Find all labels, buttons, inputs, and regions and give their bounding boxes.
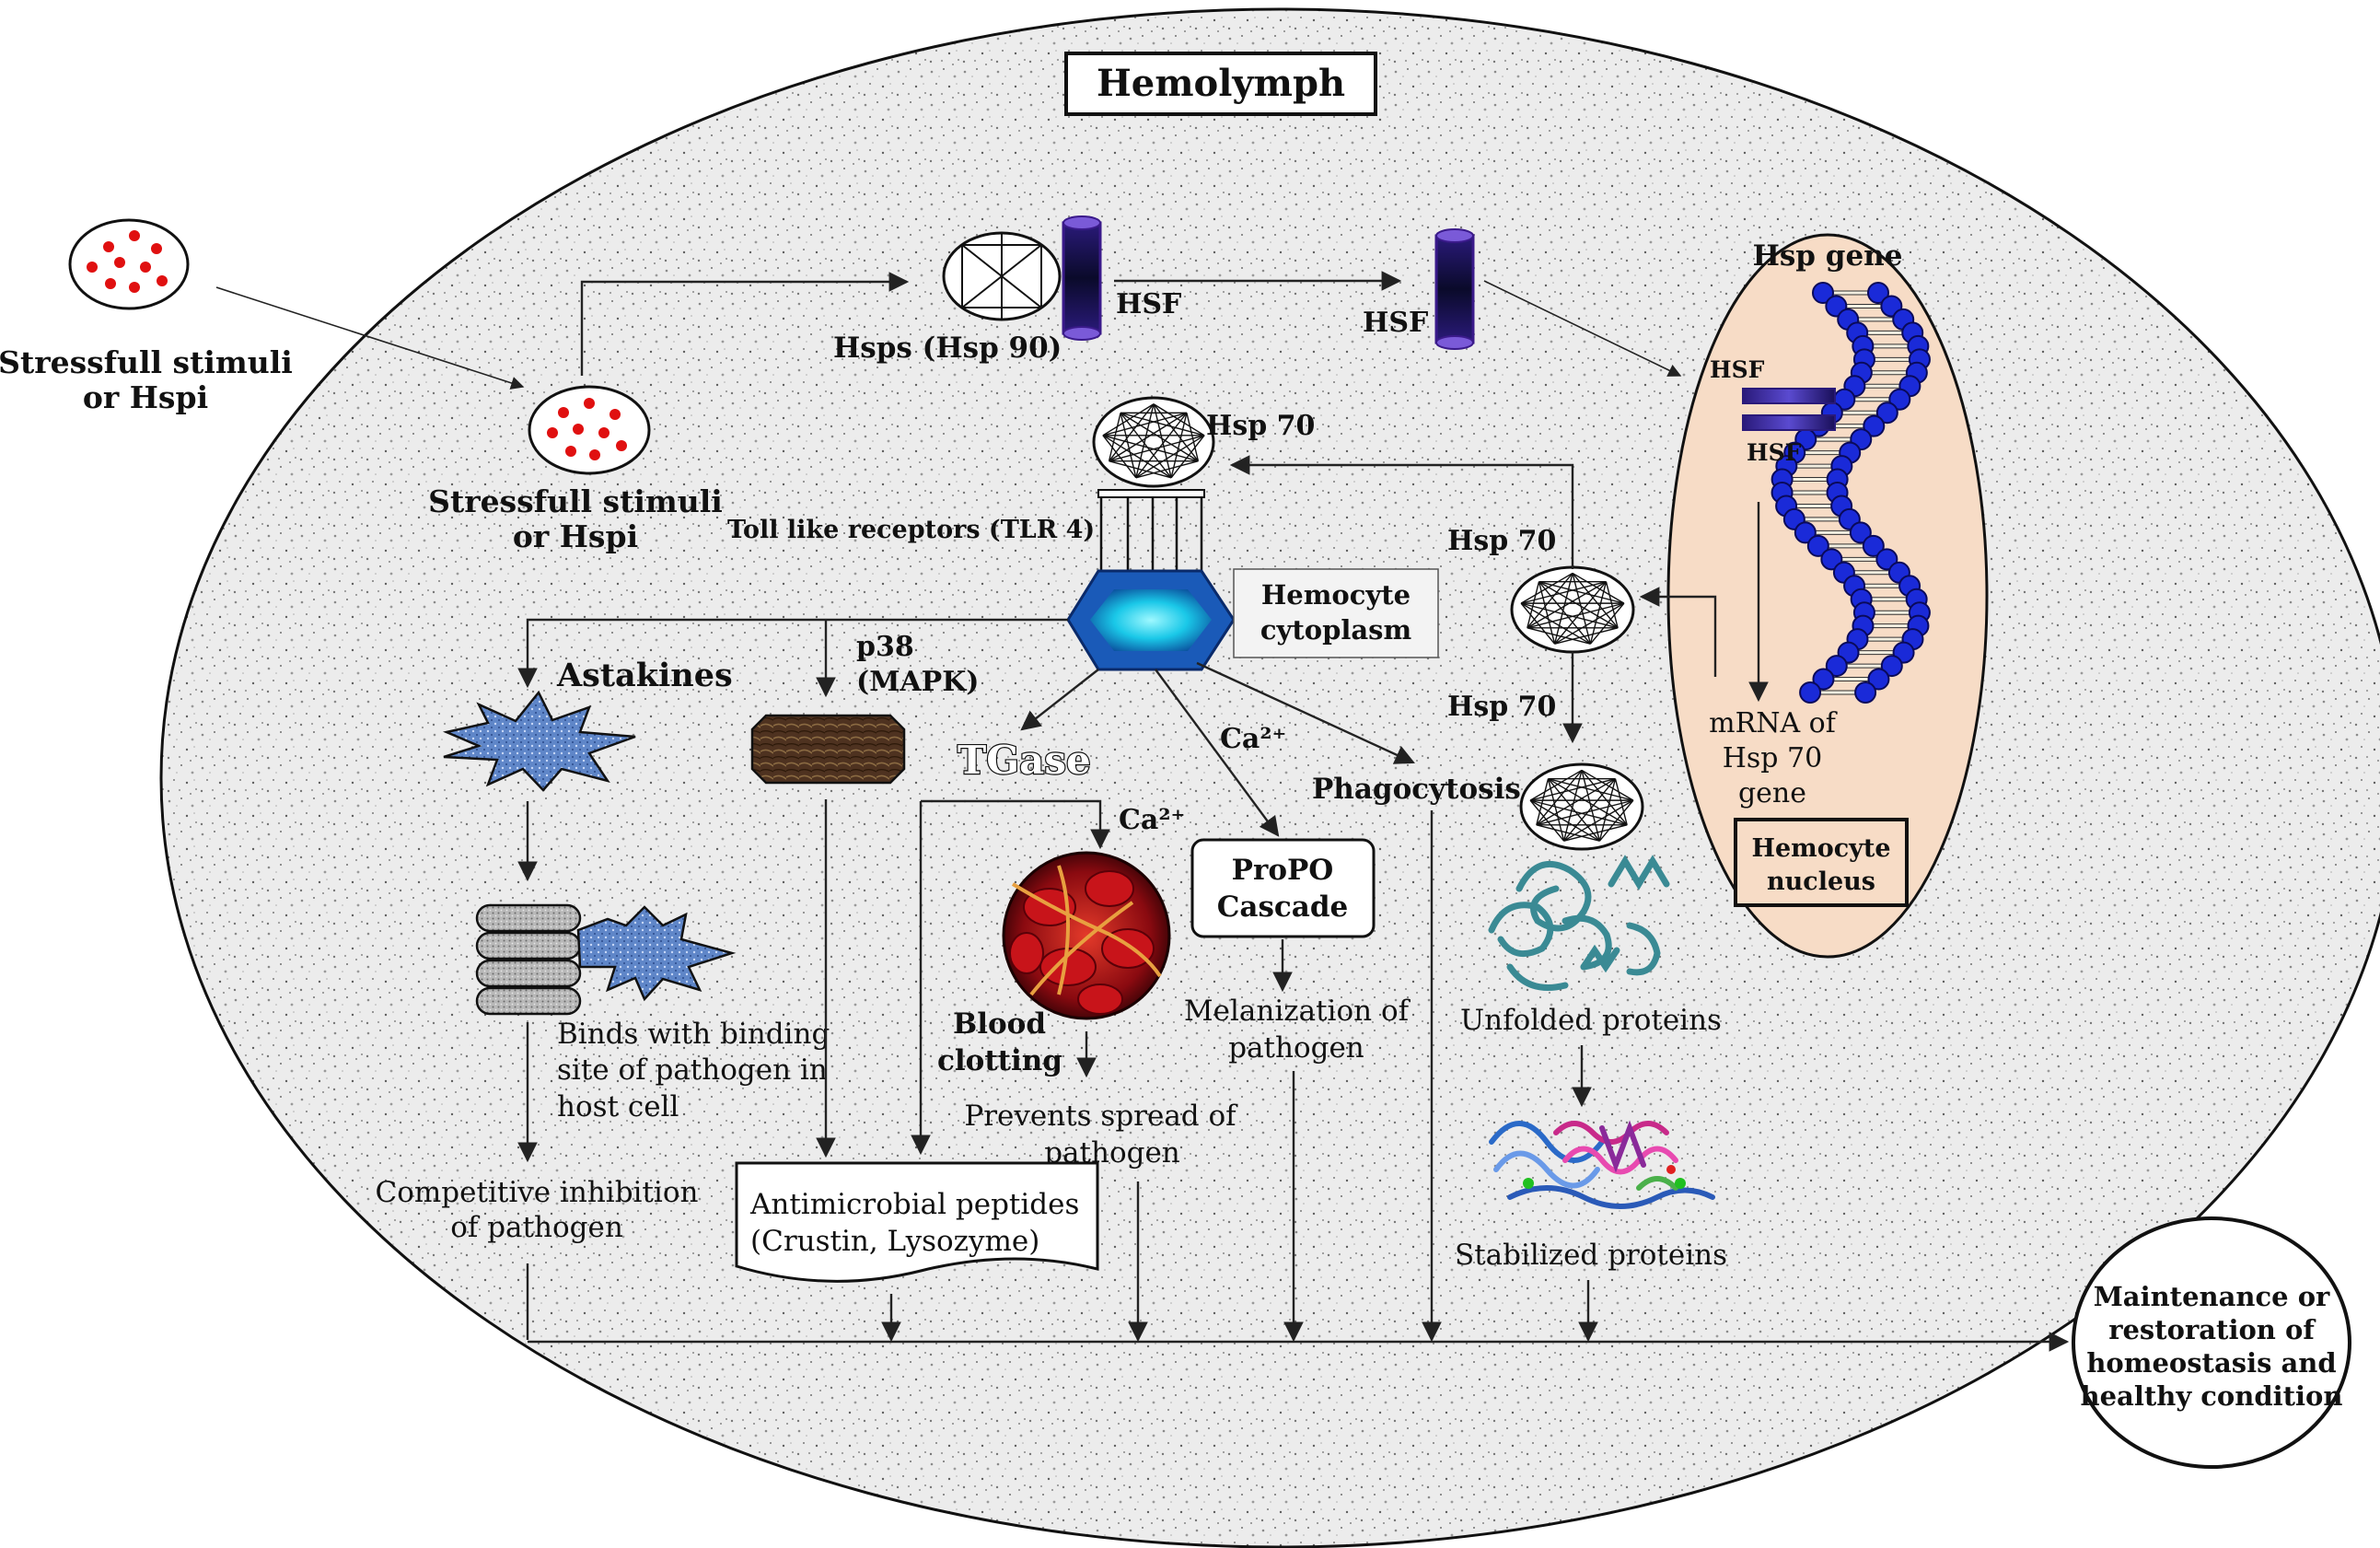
arrow-to-phagocytosis (1196, 661, 1415, 764)
external-stimuli-line1: Stressfull stimuli (0, 344, 293, 380)
nucleus-hsf-b: HSF (1747, 439, 1802, 466)
binds-line1: Binds with binding (557, 1018, 830, 1051)
tlr-label: Toll like receptors (TLR 4) (727, 516, 1095, 544)
svg-text:ProPO: ProPO (1232, 854, 1334, 887)
collector-arrows (526, 810, 2070, 1352)
svg-text:Maintenance or: Maintenance or (2094, 1281, 2330, 1312)
blood-clot-icon (1002, 851, 1171, 1020)
arrow-stimuli-to-hsp90 (580, 272, 910, 376)
svg-text:Hemocyte: Hemocyte (1261, 579, 1411, 611)
ca-label-2: Ca²⁺ (1119, 804, 1185, 836)
svg-text:Hemolymph: Hemolymph (1097, 62, 1345, 105)
svg-text:Hemocyte: Hemocyte (1751, 834, 1890, 863)
mrna-line1: mRNA of (1709, 707, 1838, 739)
competitive-line1: Competitive inhibition (376, 1176, 699, 1209)
svg-text:Cascade: Cascade (1217, 890, 1349, 924)
arrow-to-propo (1155, 669, 1280, 837)
inner-stimuli-line1: Stressfull stimuli (428, 483, 723, 519)
hsp70-top-icon (1092, 396, 1215, 488)
hsf-cylinder-2 (1434, 228, 1475, 350)
tlr-receptor-icon (1097, 489, 1205, 571)
p38-line1: p38 (856, 631, 914, 663)
mrna-line3: gene (1738, 777, 1806, 809)
svg-text:cytoplasm: cytoplasm (1260, 614, 1412, 646)
external-stimuli-line2: or Hspi (83, 379, 208, 415)
svg-text:homeostasis and: homeostasis and (2086, 1347, 2336, 1379)
hsp70-top-label: Hsp 70 (1206, 410, 1315, 442)
arrow-to-astakines (517, 618, 1068, 689)
phagocytosis-label: Phagocytosis (1312, 773, 1521, 806)
antimicrobial-box: Antimicrobial peptides (Crustin, Lysozym… (735, 1161, 1099, 1283)
arrow-mrna-to-hsp70 (1639, 587, 1717, 677)
mapk-icon (750, 714, 906, 785)
hemolymph-title: Hemolymph (1064, 52, 1377, 116)
hemocyte-nucleus-box: Hemocyte nucleus (1734, 818, 1909, 907)
hsf-label-2: HSF (1363, 307, 1428, 339)
homeostasis-outcome-circle: Maintenance or restoration of homeostasi… (2072, 1216, 2351, 1469)
competitive-line2: of pathogen (450, 1211, 623, 1244)
ca-label-1: Ca²⁺ (1220, 723, 1286, 755)
svg-text:(Crustin, Lysozyme): (Crustin, Lysozyme) (750, 1225, 1039, 1258)
tgase-label: TGase (958, 738, 1091, 783)
hsp70-mid-icon (1510, 565, 1635, 654)
hsp90-icon (942, 231, 1062, 321)
inner-stimuli-line2: or Hspi (513, 518, 638, 554)
unfolded-label: Unfolded proteins (1460, 1004, 1722, 1037)
arrow-stimuli-in (215, 286, 525, 390)
inner-stimuli-cell (528, 385, 651, 475)
stabilized-protein-icon (1489, 1120, 1715, 1209)
external-stimuli-cell (68, 218, 190, 310)
hsp-gene-label: Hsp gene (1753, 239, 1903, 273)
propo-cascade-box: ProPO Cascade (1190, 838, 1376, 938)
melanization-line1: Melanization of (1184, 995, 1411, 1028)
p38-line2: (MAPK) (856, 666, 980, 698)
astakines-label: Astakines (556, 657, 733, 694)
hsps-label: Hsps (Hsp 90) (833, 332, 1062, 365)
astakine-icon (442, 690, 636, 792)
svg-text:nucleus: nucleus (1767, 867, 1875, 896)
arrow-tgase-to-blood (921, 799, 1110, 850)
hsp70-low-icon (1519, 762, 1644, 851)
hsf-bound-icon (1742, 388, 1836, 431)
svg-text:Antimicrobial peptides: Antimicrobial peptides (749, 1188, 1079, 1221)
blood-clotting-line1: Blood (953, 1007, 1046, 1041)
hemocyte-hexagon-icon (1066, 569, 1236, 671)
melanization-line2: pathogen (1228, 1031, 1364, 1065)
hsf-cylinder-1 (1062, 215, 1102, 341)
hemocyte-cytoplasm-box: Hemocyte cytoplasm (1233, 568, 1439, 658)
unfolded-protein-icon (1488, 855, 1670, 991)
binding-site-icon (475, 903, 737, 1016)
hsp70-mid-label: Hsp 70 (1447, 525, 1556, 557)
arrow-hsp70-to-tlr (1229, 455, 1574, 569)
blood-clotting-line2: clotting (937, 1044, 1062, 1077)
svg-text:healthy condition: healthy condition (2081, 1380, 2343, 1412)
arrow-to-tgase (1020, 669, 1099, 731)
hsp70-low-label: Hsp 70 (1447, 691, 1556, 723)
stabilized-label: Stabilized proteins (1455, 1239, 1727, 1272)
binds-line3: host cell (557, 1090, 679, 1123)
mrna-line2: Hsp 70 (1723, 742, 1822, 774)
nucleus-hsf-a: HSF (1710, 356, 1765, 383)
prevents-line1: Prevents spread of (964, 1100, 1238, 1133)
arrow-hsf-to-nucleus (1483, 280, 1682, 377)
svg-text:restoration of: restoration of (2108, 1314, 2316, 1345)
hsf-label-1: HSF (1116, 288, 1181, 320)
binds-line2: site of pathogen in (557, 1053, 828, 1087)
